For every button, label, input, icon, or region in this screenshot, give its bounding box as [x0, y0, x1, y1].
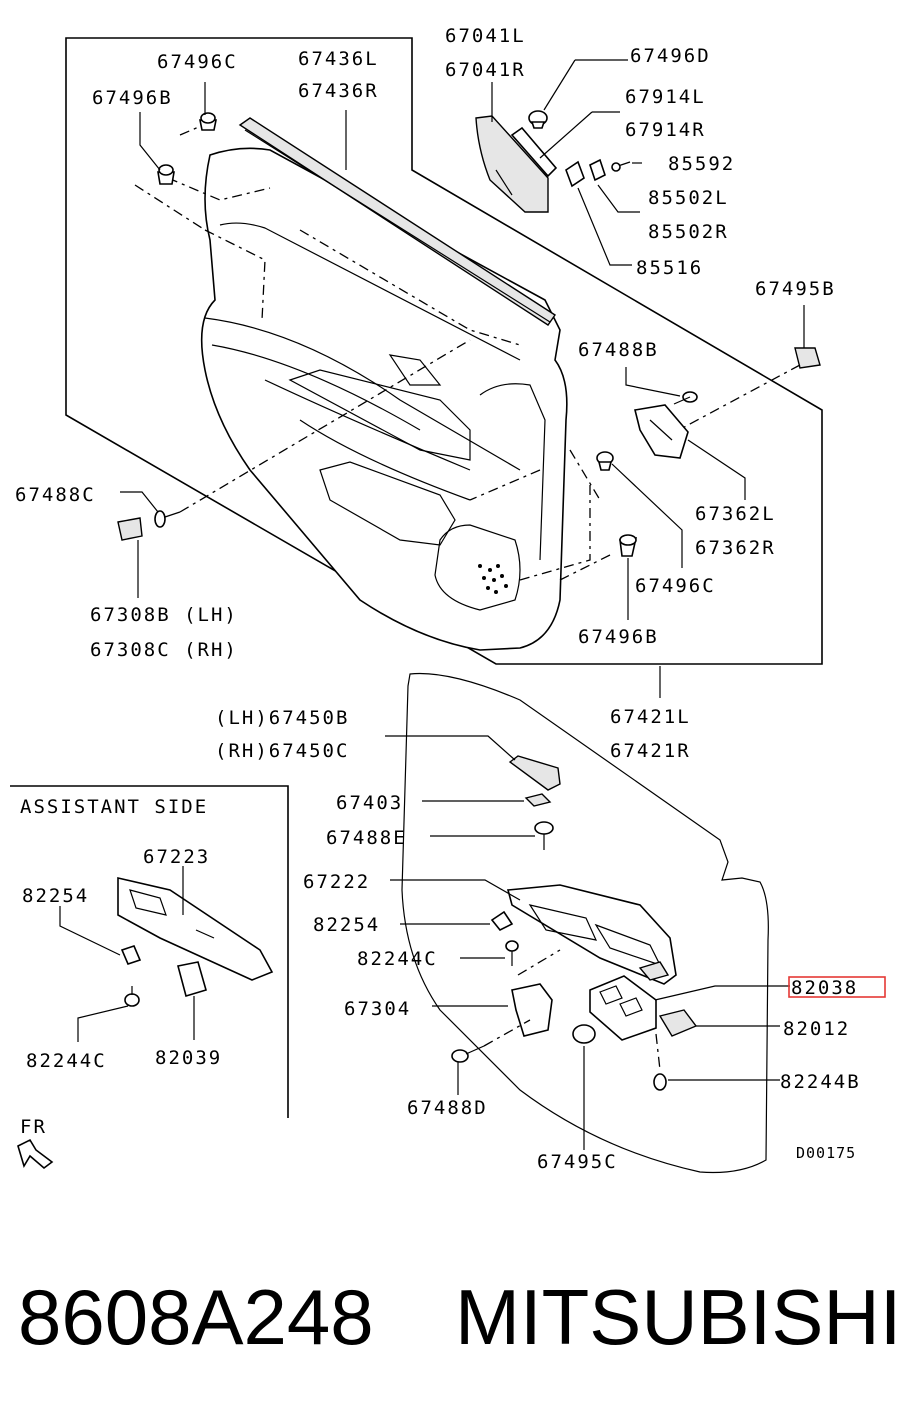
highlight-82038: [788, 976, 886, 998]
label-67488B: 67488B: [578, 339, 659, 361]
retainer-67495C: [572, 1024, 596, 1044]
label-85502R: 85502R: [648, 221, 729, 243]
front-arrow-icon: [17, 1138, 54, 1170]
assembly-frame: [65, 37, 823, 665]
label-fr: FR: [20, 1116, 47, 1138]
label-67041R: 67041R: [445, 59, 526, 81]
part-number: 8608A248: [18, 1273, 374, 1361]
weatherstrip-part: [238, 117, 556, 326]
label-67304: 67304: [344, 998, 411, 1020]
label-82038: 82038: [791, 977, 858, 999]
door-trim-panel: [200, 147, 568, 651]
label-67914R: 67914R: [625, 119, 706, 141]
diagram-code: D00175: [796, 1144, 856, 1162]
label-assistant-side: ASSISTANT SIDE: [20, 796, 208, 818]
clip-67496B-mid: [619, 534, 638, 557]
lower-panel-outline: [401, 672, 769, 1174]
clip-67496D: [528, 110, 548, 129]
label-67308C: 67308C (RH): [90, 639, 238, 661]
label-85502L: 85502L: [648, 187, 729, 209]
switch-82039: [177, 961, 207, 998]
brand-name: MITSUBISHI: [455, 1273, 902, 1361]
tweeter-part: [565, 160, 585, 188]
retainer-67495B: [794, 305, 821, 369]
label-67450C: (RH)67450C: [215, 740, 349, 762]
label-67436R: 67436R: [298, 80, 379, 102]
label-67488D: 67488D: [407, 1097, 488, 1119]
label-67496D: 67496D: [630, 45, 711, 67]
screw-82244C-main: [505, 940, 519, 966]
label-85516: 85516: [636, 257, 703, 279]
label-67308B: 67308B (LH): [90, 604, 238, 626]
clip-82254-main: [490, 910, 514, 932]
label-82039: 82039: [155, 1047, 222, 1069]
label-67496C-top: 67496C: [157, 51, 238, 73]
label-82244C-main: 82244C: [357, 948, 438, 970]
screw-67488E: [534, 821, 554, 850]
label-67495C: 67495C: [537, 1151, 618, 1173]
clip-67308: [117, 517, 143, 541]
label-67495B: 67495B: [755, 278, 836, 300]
screw-82244C-asst: [124, 986, 140, 1007]
label-67496B-mid: 67496B: [578, 626, 659, 648]
label-82254-main: 82254: [313, 914, 380, 936]
clip-82254-asst: [120, 945, 142, 965]
label-67488C: 67488C: [15, 484, 96, 506]
label-82012: 82012: [783, 1018, 850, 1040]
bracket-67362: [634, 404, 689, 459]
label-67362R: 67362R: [695, 537, 776, 559]
switch-82012: [658, 1009, 698, 1037]
label-67496C-mid: 67496C: [635, 575, 716, 597]
switch-panel-67222: [506, 884, 677, 985]
label-67436L: 67436L: [298, 48, 379, 70]
clip-67496C-mid: [596, 451, 614, 471]
mirror-cover-part: [475, 115, 549, 213]
label-82244C-asst: 82244C: [26, 1050, 107, 1072]
grip-67450: [508, 755, 561, 791]
clip-67496B-top: [157, 164, 175, 185]
label-67914L: 67914L: [625, 86, 706, 108]
clip-67496C-top: [199, 112, 217, 131]
label-67041L: 67041L: [445, 25, 526, 47]
label-67421L: 67421L: [610, 706, 691, 728]
bracket-67914-part: [510, 126, 558, 178]
label-67488E: 67488E: [326, 827, 407, 849]
assistant-side-frame: [10, 785, 289, 1118]
label-67496B-top: 67496B: [92, 87, 173, 109]
assistant-switch-panel-67223: [117, 876, 274, 981]
screw-67488B: [673, 391, 698, 405]
screw-67488D: [451, 1045, 485, 1063]
label-67223: 67223: [143, 846, 210, 868]
switch-assembly-82038: [589, 975, 657, 1041]
bracket-67304: [511, 983, 553, 1037]
label-67450B: (LH)67450B: [215, 707, 349, 729]
label-82254-asst: 82254: [22, 885, 89, 907]
label-82244B: 82244B: [780, 1071, 861, 1093]
label-67403: 67403: [336, 792, 403, 814]
label-67222: 67222: [303, 871, 370, 893]
screw-82244B: [653, 1073, 667, 1091]
label-67362L: 67362L: [695, 503, 776, 525]
label-85592: 85592: [668, 153, 735, 175]
pad-67403: [524, 793, 552, 807]
screw-67488C: [154, 510, 181, 528]
label-67421R: 67421R: [610, 740, 691, 762]
